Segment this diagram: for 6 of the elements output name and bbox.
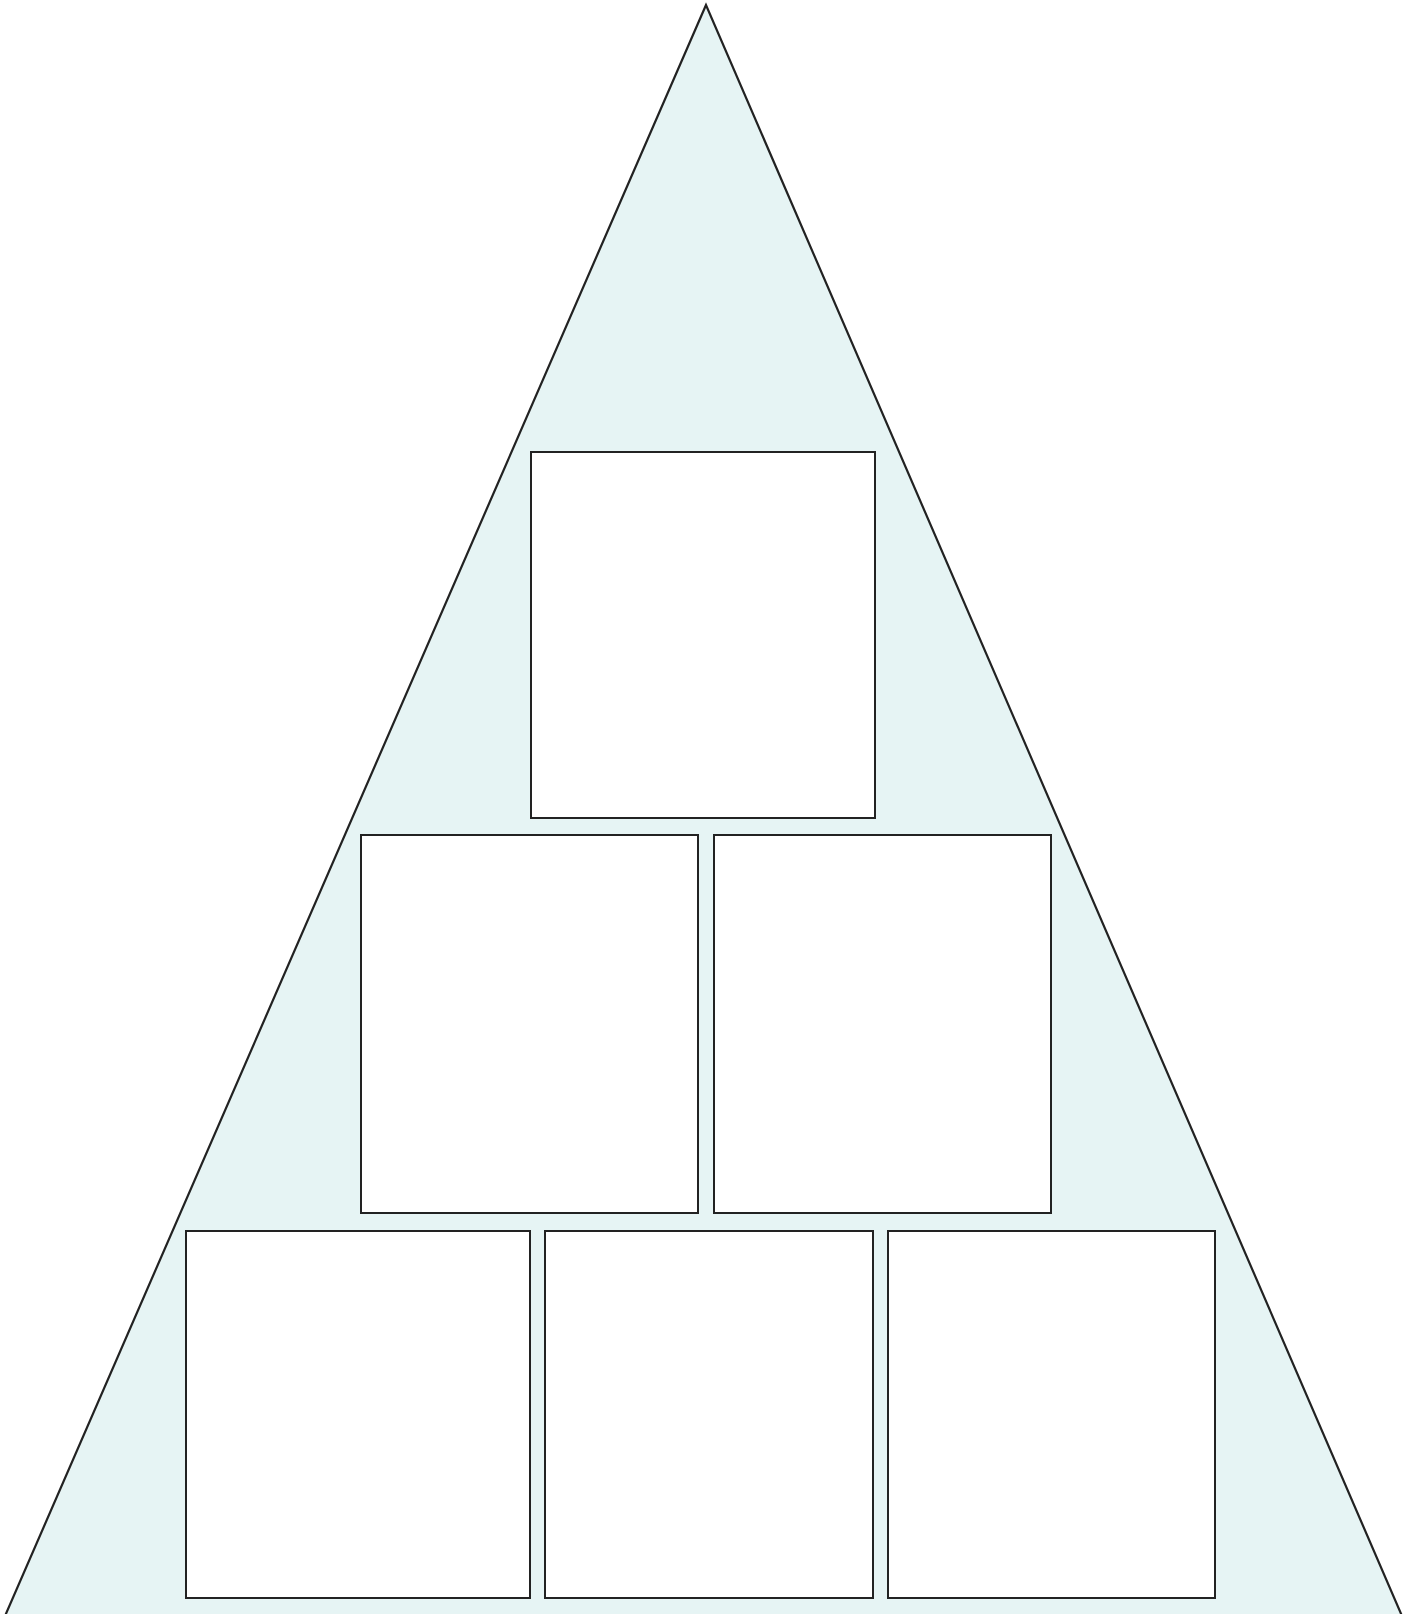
empty-box <box>713 834 1052 1214</box>
empty-box <box>544 1230 874 1599</box>
empty-box <box>185 1230 531 1599</box>
empty-box <box>887 1230 1216 1599</box>
empty-box <box>360 834 699 1214</box>
empty-box <box>530 451 876 819</box>
